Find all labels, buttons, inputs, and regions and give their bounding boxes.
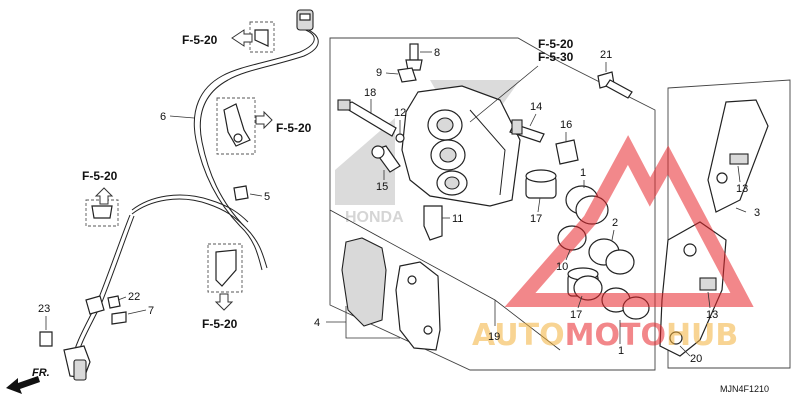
ref-label-mid-left: F-5-20 [82, 169, 118, 183]
brake-caliper-body [401, 85, 521, 207]
front-direction-arrow [6, 376, 40, 394]
slide-pin-boot [555, 139, 579, 165]
lower-clamp [207, 243, 243, 293]
ref-label-top-left: F-5-20 [182, 33, 218, 47]
callout-3: 3 [754, 207, 760, 219]
speed-sensor [39, 331, 91, 381]
callout-1-lower: 1 [618, 345, 624, 357]
bleeder-cap [397, 67, 417, 83]
pin-plug [395, 133, 405, 143]
callouts: 8 9 18 12 15 11 21 14 16 1 17 2 10 17 1 … [38, 47, 760, 365]
pad-retainer-bracket [707, 99, 769, 213]
callout-23: 23 [38, 303, 50, 315]
callout-2: 2 [612, 217, 618, 229]
ref-label-caliper-b: F-5-30 [538, 50, 574, 64]
ref-arrow-right [255, 110, 273, 130]
background-brand-text: HONDA [345, 209, 404, 226]
diagram-code: MJN4F1210 [720, 384, 769, 394]
callout-14: 14 [530, 101, 542, 113]
ref-arrow-down [214, 293, 234, 311]
pad-spring [423, 205, 443, 241]
brake-pad-set [341, 237, 441, 351]
front-direction-label: FR. [32, 367, 50, 379]
callout-17-upper: 17 [530, 213, 542, 225]
piston-upper [525, 169, 557, 199]
callout-1-upper: 1 [580, 167, 586, 179]
speed-sensor-wire [193, 9, 319, 271]
callout-9: 9 [376, 67, 382, 79]
bleeder-valve [405, 43, 423, 71]
ref-arrow-up [94, 187, 114, 205]
callout-7: 7 [148, 305, 154, 317]
callout-8: 8 [434, 47, 440, 59]
pad-pin [337, 99, 397, 137]
top-left-clamp [249, 21, 275, 53]
mounting-bolt [597, 71, 633, 99]
caliper-ref-leader [469, 65, 539, 123]
callout-22: 22 [128, 291, 140, 303]
hose-joint-bolts [85, 295, 127, 325]
hose-clip [233, 185, 249, 201]
slide-pin [509, 119, 545, 143]
callout-18: 18 [364, 87, 376, 99]
callout-13-upper: 13 [736, 183, 748, 195]
callout-20: 20 [690, 353, 702, 365]
ref-label-sensor: F-5-20 [276, 121, 312, 135]
ref-label-caliper-a: F-5-20 [538, 37, 574, 51]
callout-16: 16 [560, 119, 572, 131]
callout-11: 11 [452, 213, 463, 225]
callout-12: 12 [394, 107, 406, 119]
callout-19: 19 [488, 331, 500, 343]
callout-15: 15 [376, 181, 388, 193]
watermark: AUTOMOTOHUB [472, 135, 754, 353]
ref-arrow-left [231, 29, 253, 47]
callout-10: 10 [556, 261, 568, 273]
callout-17-lower: 17 [570, 309, 582, 321]
callout-6: 6 [160, 111, 166, 123]
callout-21: 21 [600, 49, 612, 61]
ref-label-bottom: F-5-20 [202, 317, 238, 331]
callout-13-lower: 13 [706, 309, 718, 321]
mid-clamp [216, 97, 256, 155]
watermark-text: AUTOMOTOHUB [472, 318, 738, 353]
caliper-bolt-15 [371, 145, 401, 173]
callout-4: 4 [314, 317, 320, 329]
callout-5: 5 [264, 191, 270, 203]
